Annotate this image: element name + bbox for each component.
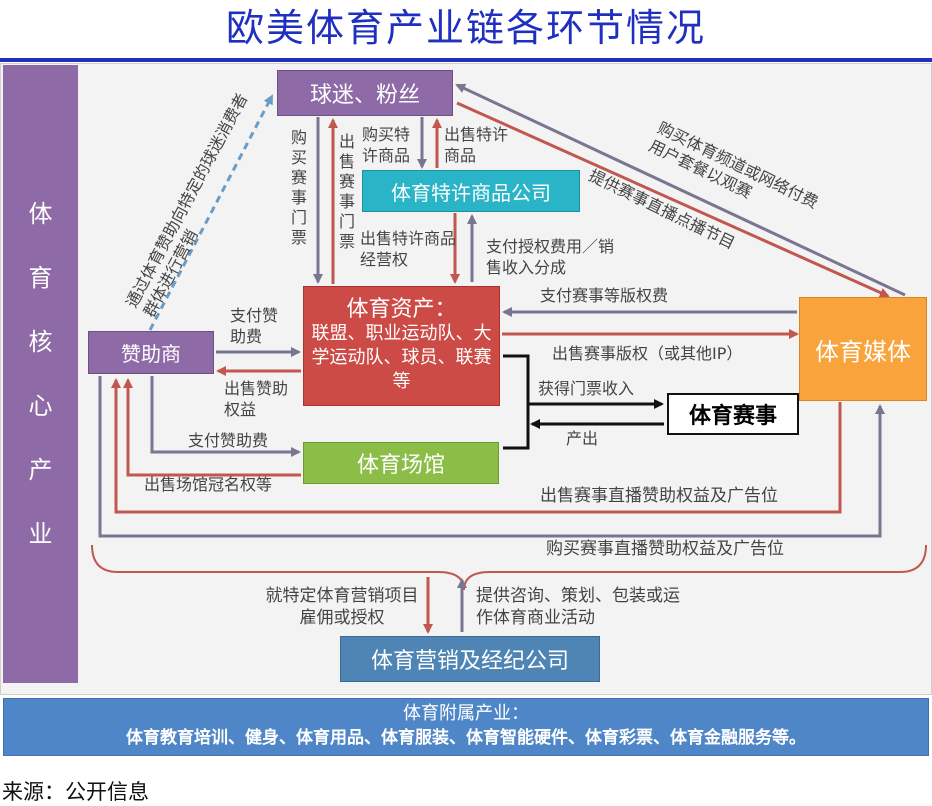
licensed-goods-company-node: 体育特许商品公司 — [362, 170, 580, 212]
sponsor-node: 赞助商 — [88, 331, 214, 374]
label-sell-tickets: 出售赛事门票 — [338, 132, 355, 251]
label-sell-sponsor-rights: 出售赞助权益 — [224, 379, 289, 419]
sports-media-node: 体育媒体 — [799, 297, 927, 401]
sports-assets-node: 体育资产： 联盟、职业运动队、大学运动队、球员、联赛等 — [303, 286, 500, 406]
marketing-agency-node: 体育营销及经纪公司 — [340, 636, 600, 682]
label-buy-tickets: 购买赛事门票 — [290, 128, 307, 247]
sponsor-label: 赞助商 — [121, 342, 181, 366]
sports-venue-label: 体育场馆 — [356, 453, 445, 478]
label-pay-rights-fee: 支付赛事等版权费 — [540, 286, 669, 305]
label-output: 产出 — [566, 429, 599, 448]
fans-node: 球迷、粉丝 — [277, 70, 453, 116]
label-sell-license-rights: 出售特许商品经营权 — [360, 229, 457, 269]
label-sell-broadcast-ads: 出售赛事直播赞助权益及广告位 — [540, 486, 778, 506]
affiliated-industry-bar: 体育附属产业： 体育教育培训、健身、体育用品、体育服装、体育智能硬件、体育彩票、… — [3, 698, 929, 756]
label-sell-rights: 出售赛事版权（或其他IP） — [552, 344, 743, 363]
page-title: 欧美体育产业链各环节情况 — [225, 6, 706, 50]
sports-media-label: 体育媒体 — [815, 337, 911, 366]
source-note: 来源：公开信息 — [2, 780, 149, 804]
affiliated-industry-title: 体育附属产业： — [403, 703, 529, 724]
sports-venue-node: 体育场馆 — [303, 442, 499, 484]
sports-assets-body: 联盟、职业运动队、大学运动队、球员、联赛等 — [311, 323, 492, 392]
label-ticket-revenue: 获得门票收入 — [538, 379, 635, 398]
label-pay-sponsor-fee-assets: 支付赞助费 — [230, 306, 279, 346]
sports-event-node: 体育赛事 — [667, 393, 799, 435]
sports-event-label: 体育赛事 — [688, 404, 777, 429]
core-industry-bar: 体育核心产业 — [3, 65, 78, 683]
label-buy-broadcast-ads: 购买赛事直播赞助权益及广告位 — [546, 539, 784, 559]
label-sell-naming-rights: 出售场馆冠名权等 — [144, 475, 273, 494]
title-divider — [0, 58, 932, 62]
label-sell-licensed: 出售特许商品 — [444, 125, 509, 165]
licensed-goods-company-label: 体育特许商品公司 — [391, 180, 551, 205]
core-industry-label: 体育核心产业 — [28, 200, 53, 548]
label-buy-licensed: 购买特许商品 — [362, 125, 411, 165]
label-hire-agency: 就特定体育营销项目雇佣或授权 — [265, 586, 419, 628]
sports-assets-title: 体育资产： — [346, 297, 457, 322]
fans-label: 球迷、粉丝 — [309, 83, 420, 108]
affiliated-industry-items: 体育教育培训、健身、体育用品、体育服装、体育智能硬件、体育彩票、体育金融服务等。 — [126, 728, 806, 748]
label-agency-services: 提供咨询、策划、包装或运作体育商业活动 — [476, 586, 680, 628]
label-pay-sponsor-fee-venue: 支付赞助费 — [188, 431, 269, 450]
marketing-agency-label: 体育营销及经纪公司 — [370, 649, 569, 674]
label-license-fee: 支付授权费用／销售收入分成 — [486, 237, 615, 277]
